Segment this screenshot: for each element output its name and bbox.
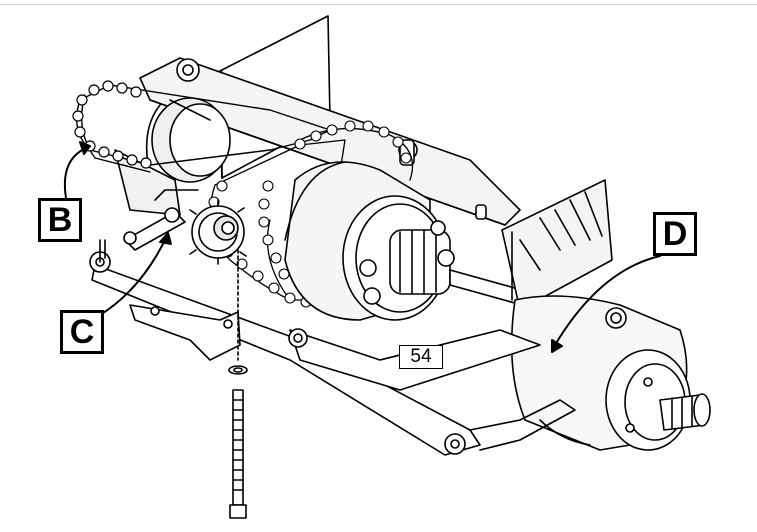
chain-links-left [72,80,152,169]
long-bolt [228,249,248,519]
tensioner-arm [123,189,199,251]
left-drum-housing [114,97,231,216]
callout-label-d: D [653,212,697,256]
callout-label-b: B [38,198,82,242]
drive-sprocket [189,199,247,265]
output-spline [659,393,711,431]
callout-label-c: C [60,310,104,354]
coupling-hub [359,220,455,305]
callout-arrows [64,141,661,353]
top-border-line [0,4,757,5]
right-gearbox [510,295,691,451]
angle-bracket [129,304,241,361]
right-finned-bracket [501,179,613,311]
part-number-label: 54 [399,345,443,369]
